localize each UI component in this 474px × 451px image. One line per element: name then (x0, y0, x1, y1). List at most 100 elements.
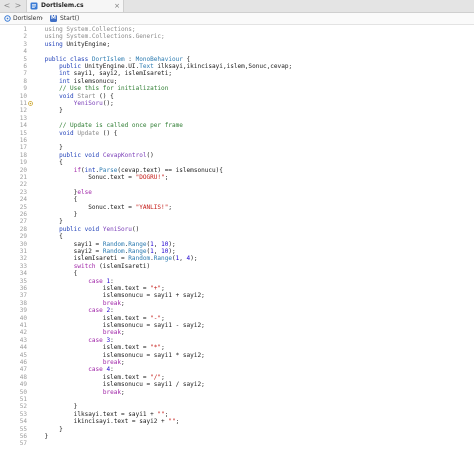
code-line[interactable]: 15 void Update () { (0, 130, 474, 137)
code-line[interactable]: 10 void Start () { (0, 93, 474, 100)
code-line[interactable]: 20 if(int.Parse(cevap.text) == islemsonu… (0, 167, 474, 174)
code-token: : (110, 307, 114, 315)
code-line[interactable]: 24 { (0, 196, 474, 203)
code-text: islem.text = "*"; (30, 344, 165, 351)
code-text: public class DortIslem : MonoBehaviour { (30, 56, 191, 63)
code-line[interactable]: 2 using System.Collections.Generic; (0, 33, 474, 40)
code-line[interactable]: 50 break; (0, 389, 474, 396)
close-tab-icon[interactable]: × (114, 2, 120, 10)
code-text: { (30, 233, 63, 240)
code-line[interactable]: 34 { (0, 270, 474, 277)
code-line[interactable]: 57 (0, 440, 474, 447)
code-text: using UnityEngine; (30, 40, 111, 48)
code-text: } (30, 144, 63, 151)
code-line[interactable]: 27 } (0, 218, 474, 225)
code-line[interactable]: 16 (0, 137, 474, 144)
code-token: using (44, 40, 63, 48)
code-line[interactable]: 56 } (0, 433, 474, 440)
code-token: } (30, 403, 78, 411)
code-line[interactable]: 38 break; (0, 300, 474, 307)
code-line[interactable]: 44 islem.text = "*"; (0, 344, 474, 351)
code-token (30, 300, 103, 307)
line-number: 54 (19, 418, 27, 426)
code-line[interactable]: 6 public UnityEngine.UI.Text ilksayi,iki… (0, 63, 474, 70)
code-token (30, 263, 74, 270)
code-token: break (102, 359, 122, 366)
code-line[interactable]: 13 (0, 115, 474, 122)
code-line[interactable]: 21 Sonuc.text = "DOGRU!"; (0, 174, 474, 181)
code-line[interactable]: 39 case 2: (0, 307, 474, 314)
code-line[interactable]: 18 public void CevapKontrol() (0, 152, 474, 159)
code-line[interactable]: 26 } (0, 211, 474, 218)
code-line[interactable]: 37 islemsonucu = sayi1 + sayi2; (0, 292, 474, 299)
code-token: ); (168, 240, 176, 248)
line-number: 28 (19, 225, 27, 233)
code-text: ilksayi.text = sayi1 + ""; (30, 411, 169, 418)
code-line[interactable]: 45 islemsonucu = sayi1 * sayi2; (0, 352, 474, 359)
code-line[interactable]: 5 public class DortIslem : MonoBehaviour… (0, 56, 474, 63)
code-text: break; (30, 329, 125, 336)
code-line[interactable]: 7 int sayi1, sayi2, islemIsareti; (0, 70, 474, 77)
code-line[interactable]: 43 case 3: (0, 337, 474, 344)
line-number: 35 (19, 277, 27, 285)
code-token: : (110, 366, 114, 374)
code-token: ; (121, 299, 125, 307)
code-token: : (110, 336, 114, 344)
code-line[interactable]: 52 } (0, 403, 474, 410)
code-line[interactable]: 48 islem.text = "/"; (0, 374, 474, 381)
breadcrumb-file[interactable]: DortIslem (13, 15, 43, 22)
code-line[interactable]: 29 { (0, 233, 474, 240)
breadcrumb-method[interactable]: Start() (60, 15, 80, 22)
code-line[interactable]: 19 { (0, 159, 474, 166)
code-line[interactable]: 12 } (0, 107, 474, 114)
code-line[interactable]: 42 break; (0, 329, 474, 336)
code-line[interactable]: 47 case 4: (0, 366, 474, 373)
code-line[interactable]: 1 using System.Collections; (0, 26, 474, 33)
code-line[interactable]: 11 YeniSoru(); (0, 100, 474, 107)
unity-message-icon[interactable] (28, 101, 33, 107)
code-line[interactable]: 54 ikincisayi.text = sayi2 + ""; (0, 418, 474, 425)
code-line[interactable]: 46 break; (0, 359, 474, 366)
code-line[interactable]: 49 islemsonucu = sayi1 / sayi2; (0, 381, 474, 388)
code-token: UnityEngine.UI. (80, 63, 140, 70)
code-line[interactable]: 36 islem.text = "+"; (0, 285, 474, 292)
code-token (30, 389, 103, 396)
code-line[interactable]: 51 (0, 396, 474, 403)
code-line[interactable]: 53 ilksayi.text = sayi1 + ""; (0, 411, 474, 418)
line-number: 48 (19, 373, 27, 381)
code-line[interactable]: 14 // Update is called once per frame (0, 122, 474, 129)
code-line[interactable]: 35 case 1: (0, 278, 474, 285)
code-text: sayi1 = Random.Range(1, 10); (30, 241, 176, 248)
code-line[interactable]: 33 switch (islemIsareti) (0, 263, 474, 270)
code-line[interactable]: 3 using UnityEngine; (0, 41, 474, 48)
code-text: { (30, 159, 63, 166)
code-line[interactable]: 17 } (0, 144, 474, 151)
code-token: , (153, 240, 162, 248)
code-line[interactable]: 9 // Use this for initialization (0, 85, 474, 92)
tab-dortislem[interactable]: DortIslem.cs × (26, 0, 124, 12)
code-line[interactable]: 41 islemsonucu = sayi1 - sayi2; (0, 322, 474, 329)
code-token: sayi2 = (30, 248, 103, 255)
code-editor[interactable]: 1 using System.Collections;2 using Syste… (0, 25, 474, 451)
back-button[interactable]: < (3, 1, 11, 10)
code-line[interactable]: 55 } (0, 426, 474, 433)
code-token: islem.text = (30, 285, 151, 292)
code-line[interactable]: 23 }else (0, 189, 474, 196)
code-line[interactable]: 28 public void YeniSoru() (0, 226, 474, 233)
code-line[interactable]: 8 int islemsonucu; (0, 78, 474, 85)
code-token: ( (146, 240, 151, 248)
code-line[interactable]: 22 (0, 181, 474, 188)
code-line[interactable]: 25 Sonuc.text = "YANLIS!"; (0, 204, 474, 211)
line-number: 22 (19, 181, 27, 189)
code-token: "+" (150, 285, 162, 292)
code-line[interactable]: 32 islemIsareti = Random.Range(1, 4); (0, 255, 474, 262)
code-line[interactable]: 40 islem.text = "-"; (0, 315, 474, 322)
code-token: YeniSoru (102, 225, 132, 233)
code-token: "YANLIS!" (135, 203, 169, 211)
code-line[interactable]: 31 sayi2 = Random.Range(1, 10); (0, 248, 474, 255)
code-text: islemsonucu = sayi1 * sayi2; (30, 352, 205, 359)
forward-button[interactable]: > (14, 1, 22, 10)
code-text: break; (30, 359, 125, 366)
code-line[interactable]: 30 sayi1 = Random.Range(1, 10); (0, 241, 474, 248)
code-line[interactable]: 4 (0, 48, 474, 55)
